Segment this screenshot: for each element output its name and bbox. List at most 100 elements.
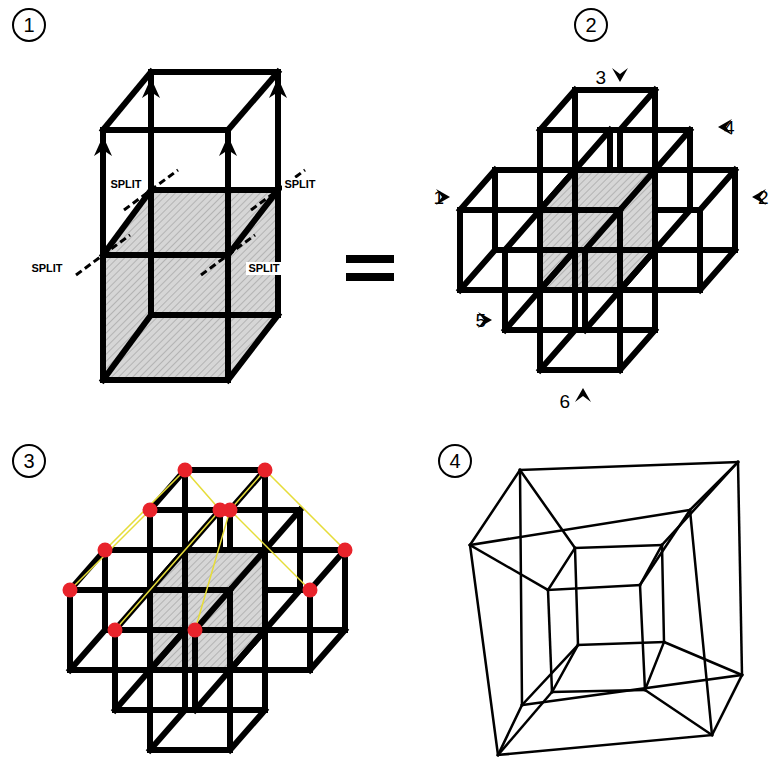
red-vertex-dot [178,463,193,478]
tesseract-edge [712,675,742,735]
cube-edge [185,467,265,473]
cube-edge [575,130,610,170]
cube-edge [310,630,345,670]
cube-edge [655,167,735,173]
cube-edge [150,587,230,593]
cube-edge [540,207,620,213]
cube-edge [265,547,345,553]
cube-edge [652,90,658,170]
cube-edge [112,630,118,710]
tesseract-edge [662,545,664,642]
cube-edge [262,550,268,630]
equals-bar [346,255,394,263]
tesseract-edge [662,462,738,545]
cube-edge [540,367,620,373]
panel-number: 1 [23,15,34,35]
tesseract-edge [522,675,742,705]
cube-edge [540,287,620,293]
cube-edge [655,247,735,253]
prism-edge [151,69,278,75]
red-vertex-dot [63,583,78,598]
up-arrowhead [219,136,237,156]
cube-edge [540,127,620,133]
cube-edge [537,210,543,290]
prism-edge [103,252,228,258]
red-vertex-dot [143,503,158,518]
cube-edge [310,550,345,590]
cube-edge [540,207,620,213]
callout-number: 3 [595,68,606,87]
panel-number: 2 [585,15,596,35]
cube-edge [150,587,230,593]
split-label: SPLIT [108,178,143,191]
cube-edge [262,630,268,710]
panel-number-circle: 4 [438,444,472,478]
panel-four [470,462,742,755]
cube-edge [230,710,265,750]
cube-edge [537,210,543,290]
prism-edge [103,315,151,380]
cube-edge [115,707,195,713]
cube-edge [505,327,585,333]
prism-edge [228,315,278,380]
panel-one [76,72,394,380]
cube-edge [150,667,230,673]
cube-edge [495,167,575,173]
cube-edge [230,667,310,673]
cube-edge [70,667,150,673]
cube-edge [265,590,300,630]
panel-two [436,68,766,402]
equals-bar [346,273,394,281]
cube-edge [460,207,540,213]
yellow-join [70,510,150,590]
up-arrowhead [269,78,287,98]
cube-edge [575,87,655,93]
cube-edge [150,667,230,673]
cube-edge [505,247,585,253]
cube-edge [67,590,73,670]
cube-edge [227,590,233,670]
tesseract-edge [645,690,712,735]
panel-number-circle: 3 [12,444,46,478]
red-vertex-dot [108,623,123,638]
cube-edge [150,667,230,673]
cube-edge [70,630,105,670]
tesseract-edge [575,548,578,645]
yellow-join [105,470,185,550]
cube-edge [700,250,735,290]
tesseract-edge [640,585,645,690]
cube-edge [505,290,540,330]
tesseract-edge [645,642,664,690]
cube-edge [502,250,508,330]
prism-edge [103,72,151,130]
cube-edge [540,207,620,213]
yellow-join [265,470,345,550]
prism-edge [228,190,278,255]
yellow-join [185,470,220,510]
tesseract-edge [578,642,664,645]
cube-edge [150,630,185,670]
tesseract-edge [498,735,712,755]
red-vertex-dot [303,583,318,598]
panel-number-circle: 2 [574,8,608,42]
tesseract-edge [520,462,738,470]
cube-edge [572,90,578,170]
split-label: SPLIT [246,262,281,275]
cube-edge [265,510,300,550]
cube-edge [460,170,495,210]
cube-edge [620,170,655,210]
cube-edge [262,550,268,630]
cube-edge [492,170,498,250]
cube-edge [102,550,108,630]
panel-three [63,463,353,751]
cube-edge [617,210,623,290]
cube-edge [540,170,575,210]
cube-edge [540,287,620,293]
cube-edge [150,747,230,753]
red-vertex-dot [98,543,113,558]
cube-edge [540,90,575,130]
cube-edge [575,167,655,173]
cube-edge [460,287,540,293]
shaded-face [103,190,278,255]
tesseract-edge [664,642,742,675]
